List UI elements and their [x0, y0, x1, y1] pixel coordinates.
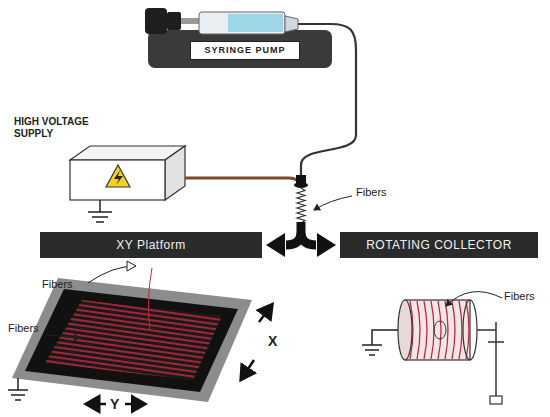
fiber-strand — [148, 268, 152, 330]
drum-shaft — [434, 321, 446, 339]
section-band-text: ROTATING COLLECTOR — [366, 238, 512, 253]
collector-stand — [477, 322, 504, 396]
pump-clamp — [167, 12, 181, 30]
ground-symbol — [362, 330, 398, 355]
xy-plate — [12, 278, 252, 402]
y-arrow — [125, 403, 143, 406]
leader-line — [46, 335, 80, 338]
syringe-tip — [285, 16, 298, 32]
section-band: ROTATING COLLECTOR — [340, 232, 538, 258]
supply-label-text: HIGH VOLTAGE SUPPLY — [14, 116, 128, 141]
fiber-label: Fibers — [42, 278, 73, 290]
fiber-label: Fibers — [356, 186, 387, 198]
section-band: XY Platform — [40, 232, 262, 258]
fiber-winding — [410, 301, 469, 359]
plunger-rod — [181, 18, 199, 24]
x-arrow — [242, 360, 254, 378]
syringe-fluid — [228, 14, 283, 32]
fiber-label: Fibers — [8, 322, 39, 334]
drum-end — [398, 300, 412, 360]
drum-end — [463, 300, 477, 360]
spinneret — [294, 182, 308, 188]
arrow-head — [317, 233, 336, 257]
high-voltage-wire — [185, 178, 299, 183]
leader-line — [88, 266, 136, 283]
fiber-winding — [452, 301, 455, 359]
pump-base — [148, 30, 332, 68]
supply-label: HIGH VOLTAGE SUPPLY — [14, 112, 132, 144]
arrow-head — [266, 233, 285, 257]
fiber-winding — [466, 301, 469, 359]
fiber-winding — [417, 301, 420, 359]
leader-line — [314, 196, 352, 210]
fiber-label: Fibers — [504, 290, 535, 302]
xy-plate-inner — [25, 289, 238, 392]
ground-symbol — [8, 378, 28, 400]
axis-label: X — [268, 333, 277, 349]
stand-base — [490, 396, 502, 404]
x-arrow — [259, 306, 271, 322]
fiber-jet — [297, 188, 305, 223]
fiber-winding — [459, 301, 462, 359]
ground-symbol — [88, 200, 112, 222]
hazard-bolt — [114, 170, 123, 185]
pump-label-text: SYRINGE PUMP — [204, 45, 285, 56]
pump-label: SYRINGE PUMP — [190, 41, 300, 60]
split-arrow — [286, 222, 316, 245]
collector-drum — [405, 300, 470, 360]
axis-label: Y — [110, 396, 119, 412]
supply-box-front — [70, 160, 165, 200]
y-arrow — [88, 403, 106, 406]
section-band-text: XY Platform — [116, 238, 185, 253]
fiber-mat — [45, 300, 222, 380]
syringe-barrel — [199, 12, 285, 34]
hazard-sign — [106, 165, 130, 187]
feed-tube — [298, 24, 356, 176]
spinneret — [296, 175, 306, 183]
fiber-winding — [424, 301, 427, 359]
fiber-winding — [438, 301, 441, 359]
pump-clamp — [145, 8, 167, 34]
leader-line — [446, 292, 502, 306]
supply-box-side — [165, 146, 185, 200]
